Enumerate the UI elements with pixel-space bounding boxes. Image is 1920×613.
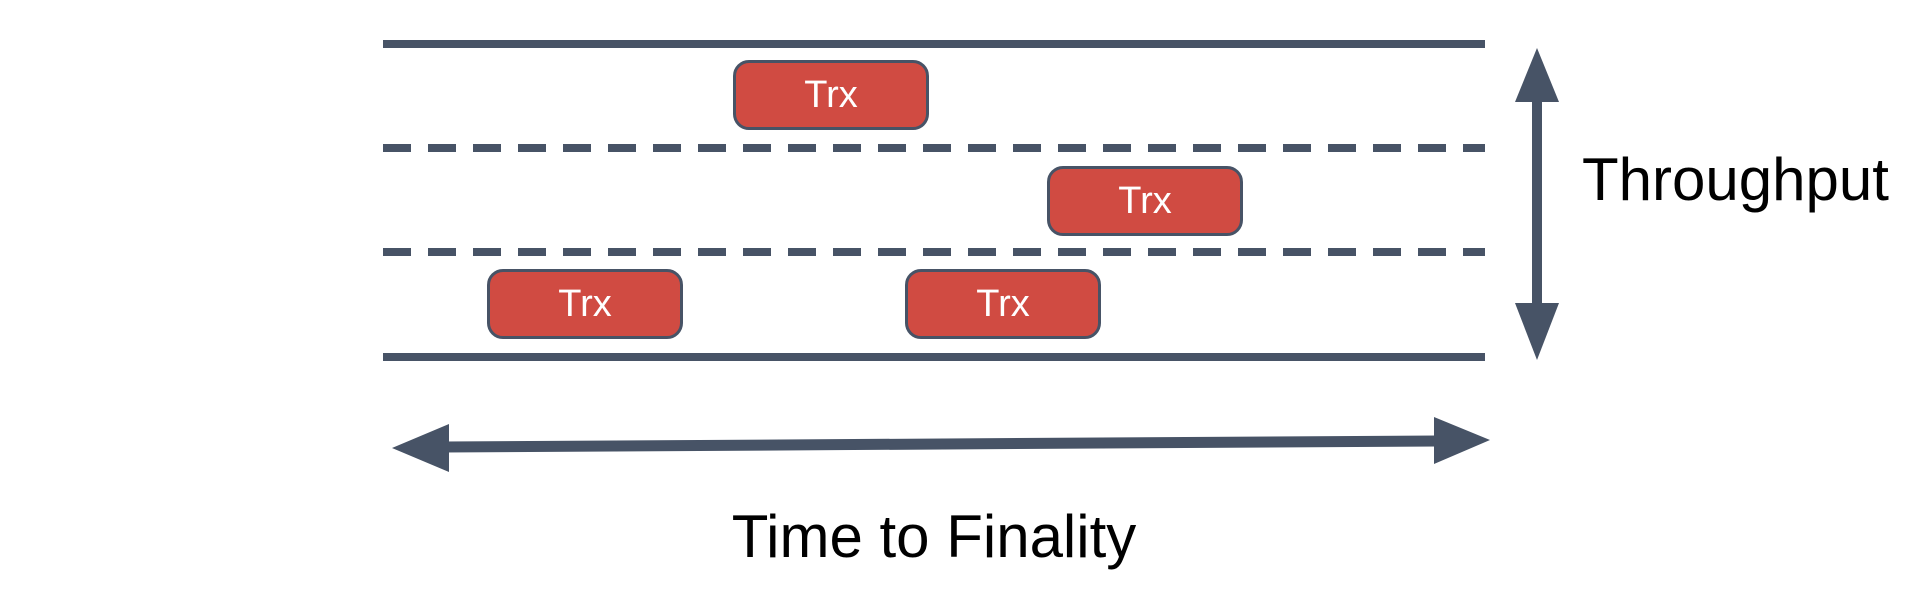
trx-box-lane3-left: Trx — [487, 269, 683, 339]
time-axis-arrow — [392, 417, 1490, 472]
throughput-arrow — [1515, 48, 1559, 360]
time-to-finality-label: Time to Finality — [731, 503, 1137, 570]
arrow-left-head-icon — [392, 424, 449, 472]
trx-label: Trx — [1118, 180, 1172, 222]
trx-label: Trx — [558, 283, 612, 325]
throughput-label: Throughput — [1582, 146, 1889, 213]
trx-label: Trx — [804, 74, 858, 116]
arrow-up-head-icon — [1515, 48, 1559, 102]
arrow-right-head-icon — [1434, 417, 1490, 464]
arrow-down-head-icon — [1515, 303, 1559, 360]
trx-box-lane3-right: Trx — [905, 269, 1101, 339]
trx-label: Trx — [976, 283, 1030, 325]
time-axis-arrow-shaft — [443, 435, 1439, 453]
trx-box-lane1: Trx — [733, 60, 929, 130]
trx-box-lane2: Trx — [1047, 166, 1243, 236]
